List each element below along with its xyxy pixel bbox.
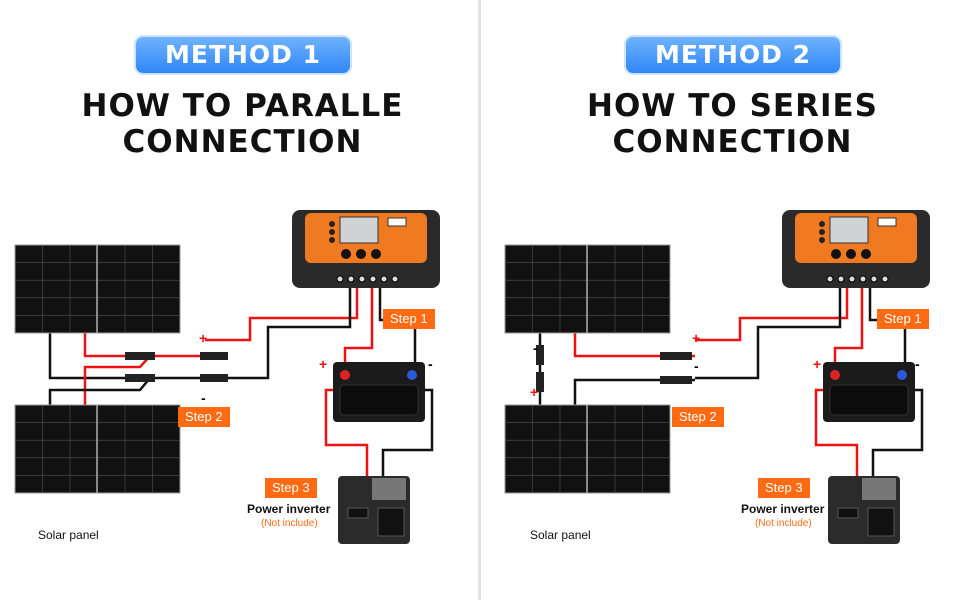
inverter-note: (Not include) (755, 518, 812, 529)
terminal-screw (380, 275, 388, 283)
controller-button (356, 249, 366, 259)
terminal-screw (837, 275, 845, 283)
controller-button (846, 249, 856, 259)
step-1-label: Step 1 (383, 309, 435, 329)
ac-outlet-icon (867, 507, 895, 537)
terminal-screw (870, 275, 878, 283)
negative-wire (48, 377, 151, 405)
mc4-connector (125, 352, 155, 360)
plus-label: + (199, 330, 208, 346)
panel-plus-label: + (530, 384, 539, 400)
controller-button (341, 249, 351, 259)
battery-minus-label: - (428, 356, 433, 372)
battery-face (339, 384, 419, 416)
negative-wire (573, 378, 695, 405)
positive-wire (695, 285, 849, 342)
inverter-display (347, 507, 369, 519)
positive-wire (573, 333, 695, 358)
inverter-top-panel (862, 478, 896, 500)
ac-outlet-icon (377, 507, 405, 537)
terminal-screw (826, 275, 834, 283)
battery-positive-terminal (830, 370, 840, 380)
negative-wire (695, 285, 842, 380)
usb-port-icon (387, 217, 407, 227)
mc4-connector (660, 352, 692, 360)
panel-minus-label: - (533, 340, 538, 356)
battery-minus-label: - (915, 356, 920, 372)
indicator-led (329, 237, 335, 243)
inverter-display (837, 507, 859, 519)
usb-port-icon (877, 217, 897, 227)
step-3-label: Step 3 (758, 478, 810, 498)
mc4-connector (125, 374, 155, 382)
terminal-screw (881, 275, 889, 283)
negative-wire (381, 388, 434, 478)
indicator-led (329, 229, 335, 235)
controller-button (371, 249, 381, 259)
controller-lcd (829, 216, 869, 244)
step-3-label: Step 3 (265, 478, 317, 498)
solar-panel-label: Solar panel (38, 528, 99, 542)
positive-wire (83, 355, 151, 405)
minus-label: - (694, 358, 699, 374)
mc4-connector (536, 372, 544, 392)
terminal-screw (369, 275, 377, 283)
mc4-connector (536, 345, 544, 365)
negative-wire (205, 285, 352, 380)
indicator-led (819, 229, 825, 235)
battery-negative-terminal (897, 370, 907, 380)
step-1-label: Step 1 (877, 309, 929, 329)
divider (478, 0, 481, 600)
parallel-wiring-diagram (14, 210, 440, 544)
battery-negative-terminal (407, 370, 417, 380)
terminal-screw (358, 275, 366, 283)
plus-label: + (692, 330, 701, 346)
controller-button (861, 249, 871, 259)
indicator-led (329, 221, 335, 227)
mc4-connector (660, 376, 692, 384)
terminal-screw (336, 275, 344, 283)
battery-plus-label: + (319, 356, 328, 372)
negative-wire (871, 388, 924, 478)
mc4-connector (200, 374, 228, 382)
positive-wire (83, 333, 200, 358)
positive-wire (343, 285, 374, 370)
step-2-label: Step 2 (672, 407, 724, 427)
controller-lcd (339, 216, 379, 244)
positive-wire (324, 388, 369, 478)
indicator-led (819, 237, 825, 243)
terminal-screw (848, 275, 856, 283)
solar-panel-label: Solar panel (530, 528, 591, 542)
positive-wire (814, 388, 859, 478)
positive-wire (205, 285, 359, 342)
inverter-note: (Not include) (261, 518, 318, 529)
positive-wire (833, 285, 864, 370)
controller-button (831, 249, 841, 259)
mc4-connector (200, 352, 228, 360)
battery-positive-terminal (340, 370, 350, 380)
inverter-label: Power inverter (247, 502, 331, 516)
inverter-label: Power inverter (741, 502, 825, 516)
indicator-led (819, 221, 825, 227)
step-2-label: Step 2 (178, 407, 230, 427)
method-badge: METHOD 2 (626, 37, 840, 73)
terminal-screw (347, 275, 355, 283)
battery-face (829, 384, 909, 416)
terminal-screw (391, 275, 399, 283)
method-badge: METHOD 1 (136, 37, 350, 73)
terminal-screw (859, 275, 867, 283)
battery-plus-label: + (813, 356, 822, 372)
inverter-top-panel (372, 478, 406, 500)
minus-label: - (201, 390, 206, 406)
series-wiring-diagram (504, 210, 930, 544)
